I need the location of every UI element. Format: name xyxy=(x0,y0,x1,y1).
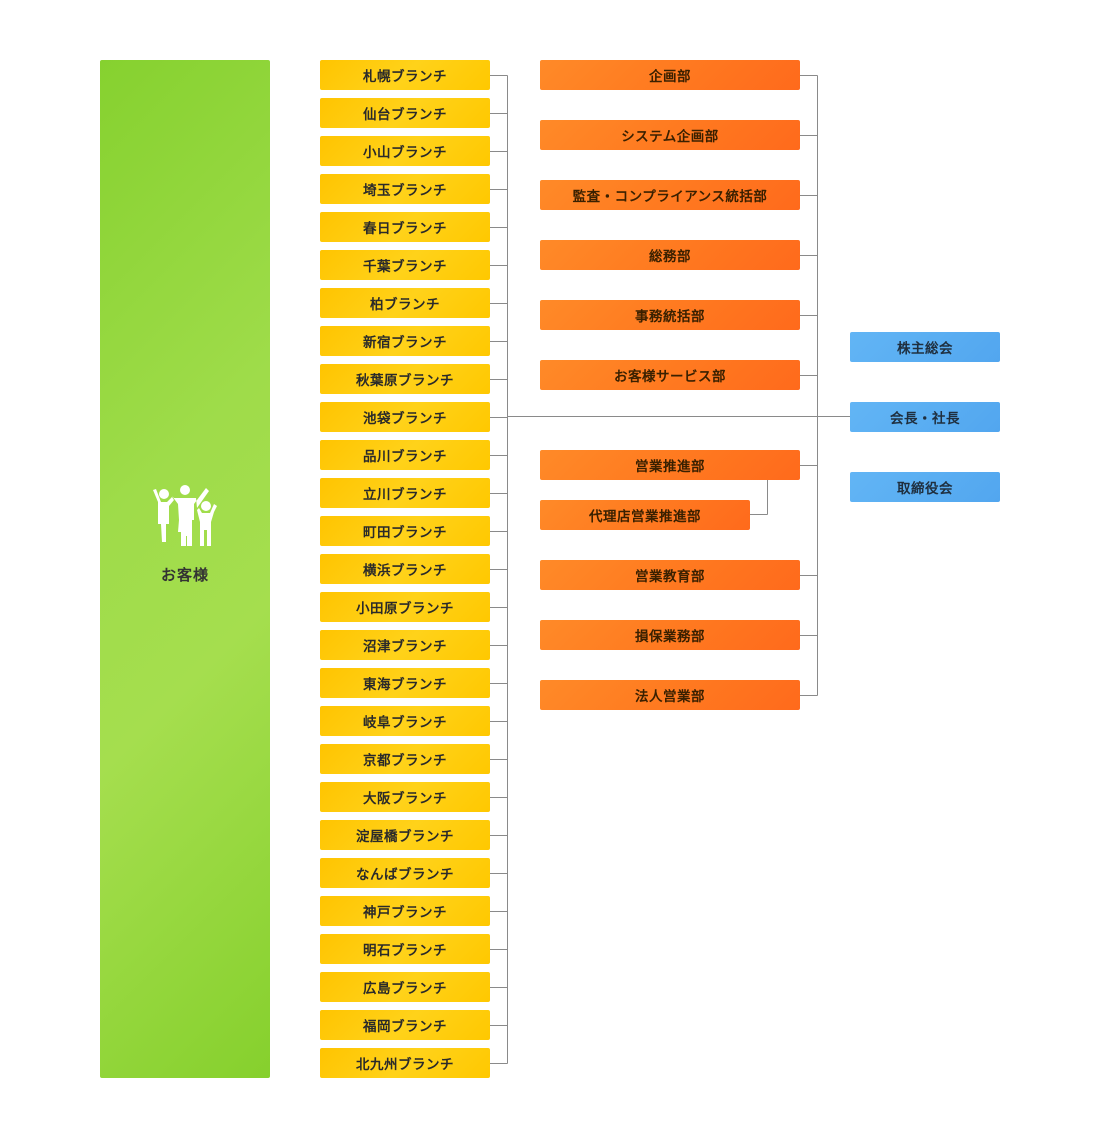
branch-oyama: 小山ブランチ xyxy=(320,136,490,166)
dept-system-planning: システム企画部 xyxy=(540,120,800,150)
dept-general-affairs: 総務部 xyxy=(540,240,800,270)
exec-board-of-directors: 取締役会 xyxy=(850,472,1000,502)
dept-sales-education: 営業教育部 xyxy=(540,560,800,590)
branch-shinagawa: 品川ブランチ xyxy=(320,440,490,470)
dept-agency-sales-promotion: 代理店営業推進部 xyxy=(540,500,750,530)
branch-osaka: 大阪ブランチ xyxy=(320,782,490,812)
branch-shinjuku: 新宿ブランチ xyxy=(320,326,490,356)
branch-fukuoka: 福岡ブランチ xyxy=(320,1010,490,1040)
branch-hiroshima: 広島ブランチ xyxy=(320,972,490,1002)
dept-planning: 企画部 xyxy=(540,60,800,90)
branch-akihabara: 秋葉原ブランチ xyxy=(320,364,490,394)
branch-kashiwa: 柏ブランチ xyxy=(320,288,490,318)
branch-namba: なんばブランチ xyxy=(320,858,490,888)
branch-numazu: 沼津ブランチ xyxy=(320,630,490,660)
branch-ikebukuro: 池袋ブランチ xyxy=(320,402,490,432)
branch-akashi: 明石ブランチ xyxy=(320,934,490,964)
branch-tachikawa: 立川ブランチ xyxy=(320,478,490,508)
dept-sales-promotion: 営業推進部 xyxy=(540,450,800,480)
dept-audit-compliance: 監査・コンプライアンス統括部 xyxy=(540,180,800,210)
branch-odawara: 小田原ブランチ xyxy=(320,592,490,622)
branch-chiba: 千葉ブランチ xyxy=(320,250,490,280)
branch-saitama: 埼玉ブランチ xyxy=(320,174,490,204)
dept-administration: 事務統括部 xyxy=(540,300,800,330)
exec-shareholders-meeting: 株主総会 xyxy=(850,332,1000,362)
branch-yodoyabashi: 淀屋橋ブランチ xyxy=(320,820,490,850)
dept-customer-service: お客様サービス部 xyxy=(540,360,800,390)
branch-sapporo: 札幌ブランチ xyxy=(320,60,490,90)
branch-gifu: 岐阜ブランチ xyxy=(320,706,490,736)
branch-kobe: 神戸ブランチ xyxy=(320,896,490,926)
dept-corporate-sales: 法人営業部 xyxy=(540,680,800,710)
dept-non-life-operations: 損保業務部 xyxy=(540,620,800,650)
branch-kyoto: 京都ブランチ xyxy=(320,744,490,774)
branch-tokai: 東海ブランチ xyxy=(320,668,490,698)
branch-machida: 町田ブランチ xyxy=(320,516,490,546)
customer-label: お客様 xyxy=(160,566,209,584)
branch-sendai: 仙台ブランチ xyxy=(320,98,490,128)
branch-yokohama: 横浜ブランチ xyxy=(320,554,490,584)
exec-chairman-president: 会長・社長 xyxy=(850,402,1000,432)
customer-panel: お客様 xyxy=(100,60,270,1078)
branch-kasuga: 春日ブランチ xyxy=(320,212,490,242)
branch-kitakyushu: 北九州ブランチ xyxy=(320,1048,490,1078)
family-icon xyxy=(153,485,217,546)
